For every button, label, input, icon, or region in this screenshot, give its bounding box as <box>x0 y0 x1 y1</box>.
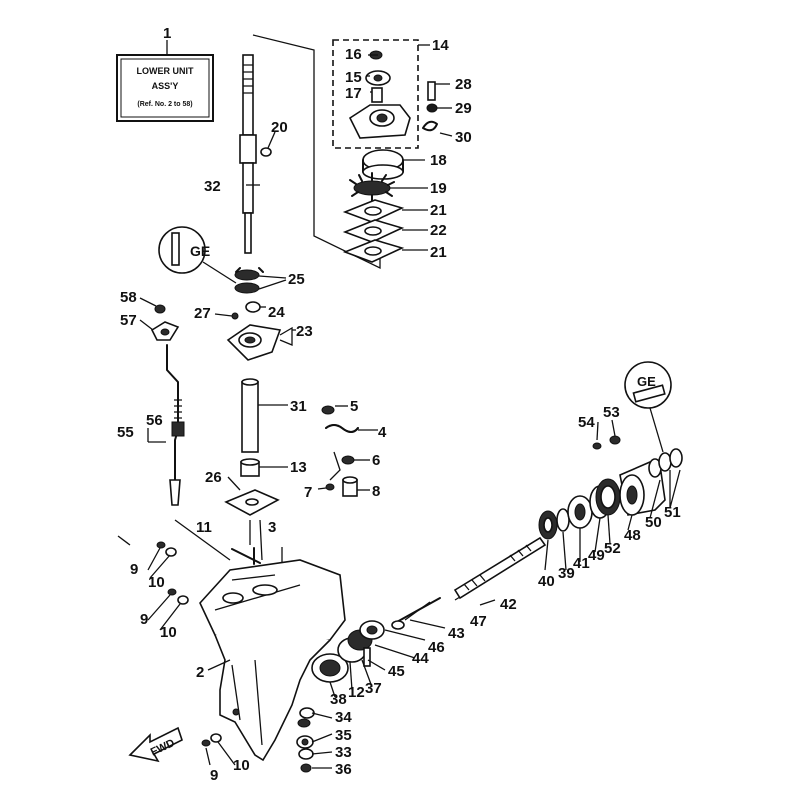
callout-34: 34 <box>335 709 352 726</box>
callout-15: 15 <box>345 69 362 86</box>
callout-51: 51 <box>664 504 681 521</box>
callout-44: 44 <box>412 650 429 667</box>
callout-55: 55 <box>117 424 134 441</box>
callout-18: 18 <box>430 152 447 169</box>
shift-rod-group <box>147 304 185 506</box>
callout-31: 31 <box>290 398 307 415</box>
callout-47: 47 <box>470 613 487 630</box>
callout-17: 17 <box>345 85 362 102</box>
callout-2: 2 <box>196 664 204 681</box>
casing-bolts <box>156 541 261 747</box>
callout-10-b: 10 <box>160 624 177 641</box>
fwd-arrow: FWD <box>128 726 183 763</box>
callout-58: 58 <box>120 289 137 306</box>
callout-33: 33 <box>335 744 352 761</box>
forward-gear-group <box>538 478 621 540</box>
callout-38: 38 <box>330 691 347 708</box>
callout-9-b: 9 <box>140 611 148 628</box>
callout-14: 14 <box>432 37 449 54</box>
callout-42: 42 <box>500 596 517 613</box>
label-box-line1: LOWER UNIT <box>137 66 194 76</box>
callout-4: 4 <box>378 424 387 441</box>
seal-kit-symbol: GE <box>158 226 237 284</box>
callout-50: 50 <box>645 514 662 531</box>
callout-21-a: 21 <box>430 202 447 219</box>
callout-52: 52 <box>604 540 621 557</box>
reverse-gear-group <box>296 620 385 773</box>
water-tube-group <box>321 405 359 497</box>
callout-30: 30 <box>455 129 472 146</box>
kit-mark-2: GE <box>637 374 656 389</box>
callout-11: 11 <box>196 519 212 536</box>
water-pump-group <box>332 39 438 263</box>
lower-unit-label-box: LOWER UNIT ASS'Y (Ref. No. 2 to 58) <box>116 40 214 122</box>
callout-10-c: 10 <box>233 757 250 774</box>
callout-45: 45 <box>388 663 405 680</box>
callout-10-a: 10 <box>148 574 165 591</box>
callout-9-c: 9 <box>210 767 218 784</box>
callout-21-b: 21 <box>430 244 447 261</box>
callout-numbers: 1 2 3 4 5 6 7 8 9 9 9 10 10 10 11 12 13 … <box>117 25 681 784</box>
callout-22: 22 <box>430 222 447 239</box>
callout-20: 20 <box>271 119 288 136</box>
callout-53: 53 <box>603 404 620 421</box>
callout-12: 12 <box>348 684 365 701</box>
callout-36: 36 <box>335 761 352 778</box>
callout-54: 54 <box>578 414 595 431</box>
callout-24: 24 <box>268 304 285 321</box>
callout-39: 39 <box>558 565 575 582</box>
callout-32: 32 <box>204 178 221 195</box>
callout-25: 25 <box>288 271 305 288</box>
callout-9-a: 9 <box>130 561 138 578</box>
callout-40: 40 <box>538 573 555 590</box>
callout-35: 35 <box>335 727 352 744</box>
callout-41: 41 <box>573 555 590 572</box>
label-box-line3: (Ref. No. 2 to 58) <box>137 101 192 108</box>
drive-shaft <box>239 54 272 254</box>
kit-mark-1: GE <box>190 243 210 259</box>
callout-13: 13 <box>290 459 307 476</box>
leader-lines <box>117 44 681 769</box>
callout-37: 37 <box>365 680 382 697</box>
callout-23: 23 <box>296 323 313 340</box>
drive-shaft-tube <box>241 378 259 453</box>
callout-57: 57 <box>120 312 137 329</box>
callout-43: 43 <box>448 625 465 642</box>
bearing-housing-group <box>592 435 683 516</box>
callout-19: 19 <box>430 180 447 197</box>
callout-27: 27 <box>194 305 211 322</box>
assembly-guide-lines <box>174 34 521 621</box>
lower-casing <box>199 559 346 762</box>
callout-7: 7 <box>304 484 312 501</box>
callout-3: 3 <box>268 519 276 536</box>
propeller-shaft <box>391 536 547 630</box>
callout-1: 1 <box>163 25 171 42</box>
callout-48: 48 <box>624 527 641 544</box>
label-box-line2: ASS'Y <box>152 81 179 91</box>
callout-46: 46 <box>428 639 445 656</box>
callout-5: 5 <box>350 398 358 415</box>
callout-16: 16 <box>345 46 362 63</box>
callout-8: 8 <box>372 483 380 500</box>
callout-49: 49 <box>588 547 605 564</box>
callout-26: 26 <box>205 469 222 486</box>
impeller-vanes <box>349 172 395 202</box>
bushing-and-plate <box>224 458 280 516</box>
callout-29: 29 <box>455 100 472 117</box>
seal-kit-symbol-2: GE <box>624 361 672 453</box>
callout-6: 6 <box>372 452 380 469</box>
callout-56: 56 <box>146 412 163 429</box>
callout-28: 28 <box>455 76 472 93</box>
